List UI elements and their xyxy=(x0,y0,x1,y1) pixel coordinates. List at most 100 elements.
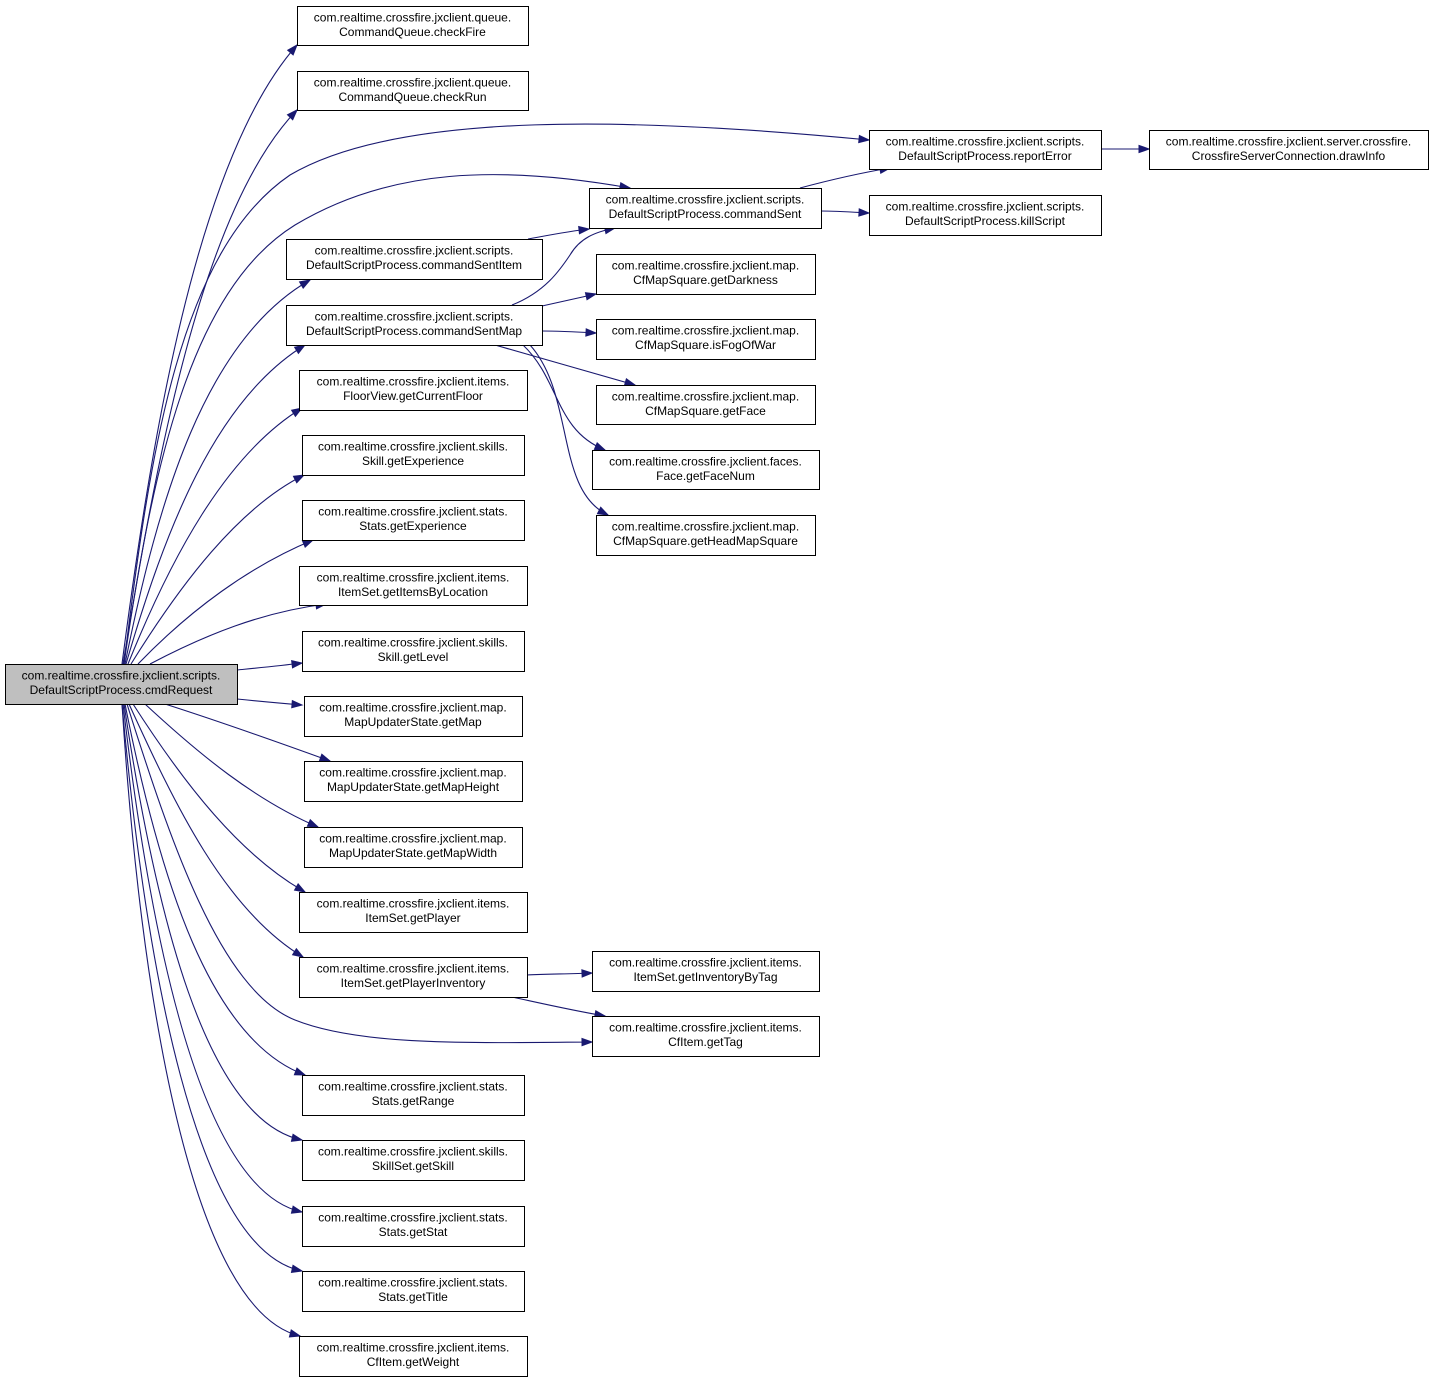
edge-line xyxy=(127,407,303,665)
node-getRange[interactable]: com.realtime.crossfire.jxclient.stats.St… xyxy=(302,1075,525,1116)
node-method-label: DefaultScriptProcess.commandSentMap xyxy=(306,324,522,338)
node-box xyxy=(304,827,523,868)
edge-commandSentMap-to-getHeadMapSquare xyxy=(529,344,610,516)
node-getFaceNum[interactable]: com.realtime.crossfire.jxclient.faces.Fa… xyxy=(592,450,820,490)
edge-line xyxy=(137,539,314,665)
node-getInventoryByTag[interactable]: com.realtime.crossfire.jxclient.items.It… xyxy=(592,951,820,992)
node-getHeadMapSquare[interactable]: com.realtime.crossfire.jxclient.map.CfMa… xyxy=(596,515,816,556)
node-method-label: Skill.getExperience xyxy=(362,454,464,468)
node-killScript[interactable]: com.realtime.crossfire.jxclient.scripts.… xyxy=(869,195,1102,236)
node-package-label: com.realtime.crossfire.jxclient.skills. xyxy=(318,440,508,454)
edge-line xyxy=(144,703,319,828)
edge-arrowhead xyxy=(291,947,305,958)
node-getLevel[interactable]: com.realtime.crossfire.jxclient.skills.S… xyxy=(302,631,525,672)
edge-arrowhead xyxy=(290,1205,304,1214)
node-getTitle[interactable]: com.realtime.crossfire.jxclient.stats.St… xyxy=(302,1271,525,1312)
node-method-label: Face.getFaceNum xyxy=(656,469,755,483)
node-method-label: FloorView.getCurrentFloor xyxy=(343,389,483,403)
edge-root-to-commandSentItem xyxy=(124,279,312,665)
edge-line xyxy=(126,703,593,1044)
edge-arrowhead xyxy=(1138,144,1151,154)
edge-arrowhead xyxy=(291,660,304,669)
edge-line xyxy=(529,344,609,516)
edge-root-to-getSkill xyxy=(123,703,304,1142)
edge-arrowhead xyxy=(585,328,598,337)
node-method-label: DefaultScriptProcess.reportError xyxy=(898,149,1071,163)
edge-root-to-getMap xyxy=(236,698,304,709)
node-layer: com.realtime.crossfire.jxclient.scripts.… xyxy=(5,6,1429,1377)
node-getDarkness[interactable]: com.realtime.crossfire.jxclient.map.CfMa… xyxy=(596,254,816,295)
node-box xyxy=(297,6,529,46)
node-drawInfo[interactable]: com.realtime.crossfire.jxclient.server.c… xyxy=(1149,130,1429,170)
node-package-label: com.realtime.crossfire.jxclient.map. xyxy=(319,832,506,846)
edge-line xyxy=(124,279,311,665)
node-getPlayer[interactable]: com.realtime.crossfire.jxclient.items.It… xyxy=(299,892,528,933)
node-method-label: CfItem.getWeight xyxy=(367,1355,460,1369)
node-getFace[interactable]: com.realtime.crossfire.jxclient.map.CfMa… xyxy=(596,385,816,425)
node-isFogOfWar[interactable]: com.realtime.crossfire.jxclient.map.CfMa… xyxy=(596,319,816,360)
node-method-label: DefaultScriptProcess.commandSentItem xyxy=(306,258,522,272)
node-skillGetExperience[interactable]: com.realtime.crossfire.jxclient.skills.S… xyxy=(302,435,525,476)
node-getStat[interactable]: com.realtime.crossfire.jxclient.stats.St… xyxy=(302,1206,525,1247)
node-box xyxy=(596,319,816,360)
edge-line xyxy=(122,109,298,665)
edge-root-to-getMapWidth xyxy=(144,703,320,828)
node-getSkill[interactable]: com.realtime.crossfire.jxclient.skills.S… xyxy=(302,1140,525,1181)
node-box xyxy=(299,1336,528,1377)
node-package-label: com.realtime.crossfire.jxclient.items. xyxy=(609,1021,802,1035)
node-box xyxy=(286,305,543,346)
node-method-label: ItemSet.getInventoryByTag xyxy=(633,970,777,984)
node-box xyxy=(302,435,525,476)
node-box xyxy=(596,254,816,295)
node-package-label: com.realtime.crossfire.jxclient.stats. xyxy=(318,1211,507,1225)
node-package-label: com.realtime.crossfire.jxclient.items. xyxy=(609,956,802,970)
edge-arrowhead xyxy=(623,377,637,387)
node-method-label: MapUpdaterState.getMapWidth xyxy=(329,846,497,860)
node-commandSent[interactable]: com.realtime.crossfire.jxclient.scripts.… xyxy=(589,188,822,229)
edge-arrowhead xyxy=(301,539,315,549)
edge-line xyxy=(522,344,606,451)
node-package-label: com.realtime.crossfire.jxclient.map. xyxy=(612,390,799,404)
edge-arrowhead xyxy=(593,441,607,451)
edge-line xyxy=(123,123,870,665)
edge-root-to-getPlayer xyxy=(132,703,307,893)
node-package-label: com.realtime.crossfire.jxclient.stats. xyxy=(318,1276,507,1290)
node-package-label: com.realtime.crossfire.jxclient.stats. xyxy=(318,1080,507,1094)
node-reportError[interactable]: com.realtime.crossfire.jxclient.scripts.… xyxy=(869,130,1102,170)
node-box xyxy=(589,188,822,229)
node-box xyxy=(302,1271,525,1312)
node-getTag[interactable]: com.realtime.crossfire.jxclient.items.Cf… xyxy=(592,1016,820,1057)
node-method-label: CfItem.getTag xyxy=(668,1035,743,1049)
node-package-label: com.realtime.crossfire.jxclient.map. xyxy=(612,259,799,273)
node-statsGetExperience[interactable]: com.realtime.crossfire.jxclient.stats.St… xyxy=(302,500,525,541)
edge-root-to-getTag xyxy=(126,703,594,1047)
edge-reportError-to-drawInfo xyxy=(1100,144,1151,154)
node-getPlayerInventory[interactable]: com.realtime.crossfire.jxclient.items.It… xyxy=(299,957,528,998)
node-box xyxy=(299,892,528,933)
edge-arrowhead xyxy=(584,292,598,301)
edge-root-to-commandSentMap xyxy=(125,344,307,665)
edge-arrowhead xyxy=(318,753,332,762)
node-getCurrentFloor[interactable]: com.realtime.crossfire.jxclient.items.Fl… xyxy=(299,370,528,411)
node-package-label: com.realtime.crossfire.jxclient.items. xyxy=(317,962,510,976)
edge-getPlayerInventory-to-getInventoryByTag xyxy=(526,969,594,978)
node-getItemsByLocation[interactable]: com.realtime.crossfire.jxclient.items.It… xyxy=(299,566,528,606)
edge-commandSentMap-to-getFaceNum xyxy=(522,344,607,451)
node-checkFire[interactable]: com.realtime.crossfire.jxclient.queue.Co… xyxy=(297,6,529,46)
edge-line xyxy=(149,603,327,665)
edge-line xyxy=(799,167,891,189)
edge-line xyxy=(121,703,301,1337)
node-commandSentMap[interactable]: com.realtime.crossfire.jxclient.scripts.… xyxy=(286,305,543,346)
node-checkRun[interactable]: com.realtime.crossfire.jxclient.queue.Co… xyxy=(297,71,529,111)
edge-line xyxy=(128,703,304,958)
node-package-label: com.realtime.crossfire.jxclient.scripts. xyxy=(886,200,1085,214)
node-box xyxy=(596,385,816,425)
node-getMapWidth[interactable]: com.realtime.crossfire.jxclient.map.MapU… xyxy=(304,827,523,868)
node-getWeight[interactable]: com.realtime.crossfire.jxclient.items.Cf… xyxy=(299,1336,528,1377)
edge-root-to-statsGetExperience xyxy=(137,539,315,665)
node-getMap[interactable]: com.realtime.crossfire.jxclient.map.MapU… xyxy=(304,696,523,737)
root-node[interactable]: com.realtime.crossfire.jxclient.scripts.… xyxy=(5,664,238,705)
node-getMapHeight[interactable]: com.realtime.crossfire.jxclient.map.MapU… xyxy=(304,761,523,802)
node-box xyxy=(1149,130,1429,170)
node-commandSentItem[interactable]: com.realtime.crossfire.jxclient.scripts.… xyxy=(286,239,543,280)
